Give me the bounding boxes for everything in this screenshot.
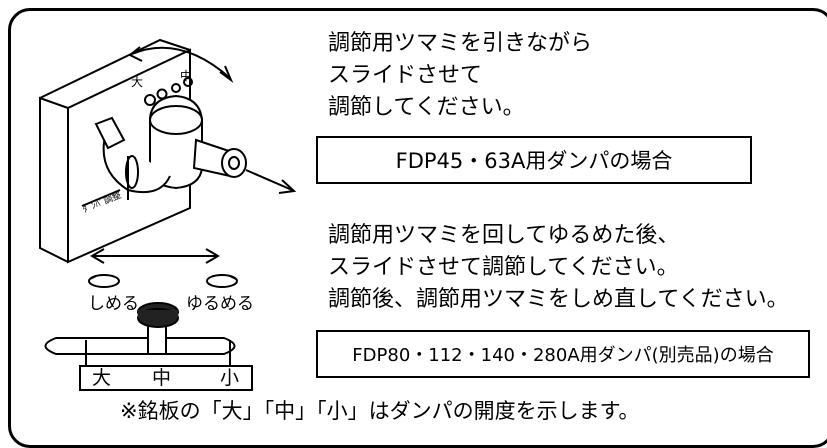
scale-mid: 中: [152, 367, 172, 389]
scale-large: 大: [92, 367, 112, 389]
instruction-b-label: FDP80・112・140・280A用ダンパ(別売品)の場合: [352, 345, 774, 366]
instruction-b-line-2: スライドさせて調節してください。: [328, 255, 679, 280]
damper-housing-diagram: [39, 38, 297, 264]
instruction-a-label: FDP45・63A用ダンパの場合: [395, 149, 673, 173]
instruction-a-line-1: 調節用ツマミを引きながら: [328, 31, 593, 56]
instruction-b-line-3: 調節後、調節用ツマミをしめ直してください。: [328, 287, 789, 312]
slider-plate-diagram: [44, 248, 253, 391]
instruction-b-line-1: 調節用ツマミを回してゆるめた後、: [328, 223, 680, 248]
loosen-label: ゆるめる: [186, 294, 254, 314]
instruction-a-label-box: FDP45・63A用ダンパの場合: [316, 136, 752, 184]
instruction-b-label-box: FDP80・112・140・280A用ダンパ(別売品)の場合: [316, 330, 810, 378]
nameplate-small-label: 大: [131, 75, 144, 89]
instruction-a-line-2: スライドさせて: [328, 63, 483, 88]
damper-illustrations: [39, 38, 297, 391]
tighten-label: しめる: [88, 294, 139, 314]
instruction-a-line-3: 調節してください。: [328, 95, 525, 120]
footnote: ※銘板の「大」「中」「小」はダンパの開度を示します。: [120, 399, 640, 423]
scale-small: 小: [220, 367, 240, 389]
nameplate-mid-label: 中: [180, 69, 193, 83]
